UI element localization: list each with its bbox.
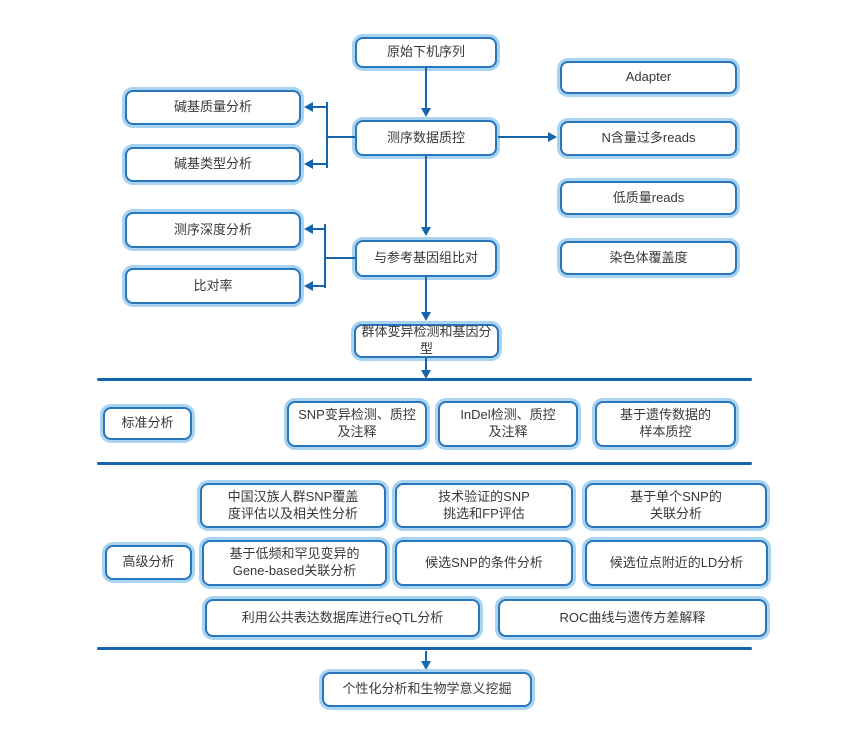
single-snp-association-box: 基于单个SNP的 关联分析 (585, 483, 767, 528)
arrow-variant-to-divider-line (425, 358, 427, 370)
ld-analysis-box: 候选位点附近的LD分析 (585, 540, 768, 586)
adapter-label: Adapter (625, 69, 672, 85)
variant-genotype-box: 群体变异检测和基因分型 (354, 324, 499, 358)
mapping-rate-label: 比对率 (193, 277, 233, 293)
roc-curve-box: ROC曲线与遗传方差解释 (498, 599, 767, 637)
arrow-to-base-type-head (304, 159, 313, 169)
standard-analysis-label: 标准分析 (121, 415, 174, 431)
single-snp-association-label: 基于单个SNP的 关联分析 (630, 488, 722, 521)
roc-curve-label: ROC曲线与遗传方差解释 (559, 609, 706, 625)
base-quality-box: 碱基质量分析 (125, 90, 301, 125)
chromosome-coverage-label: 染色体覆盖度 (609, 249, 688, 265)
section-divider-advanced-bottom (97, 647, 752, 650)
arrow-variant-to-divider-head (421, 370, 431, 379)
arrow-divider-to-personalized-head (421, 661, 431, 670)
chromosome-coverage-box: 染色体覆盖度 (560, 241, 737, 275)
arrow-qc-to-align-head (421, 227, 431, 236)
variant-genotype-label: 群体变异检测和基因分型 (361, 324, 492, 356)
personalized-analysis-label: 个性化分析和生物学意义挖掘 (342, 681, 512, 697)
arrow-align-to-variant-head (421, 312, 431, 321)
indel-detection-box: InDel检测、质控 及注释 (438, 401, 578, 447)
conditional-snp-label: 候选SNP的条件分析 (425, 554, 543, 570)
low-quality-reads-label: 低质量reads (612, 189, 685, 205)
n-content-reads-label: N含量过多reads (601, 130, 696, 146)
sequencing-qc-box: 测序数据质控 (355, 120, 497, 156)
han-snp-coverage-label: 中国汉族人群SNP覆盖 度评估以及相关性分析 (227, 488, 359, 521)
arrow-to-base-quality-line (313, 106, 328, 108)
snp-detection-label: SNP变异检测、质控 及注释 (298, 407, 416, 439)
base-quality-label: 碱基质量分析 (173, 99, 252, 115)
qc-left-branch-hline (326, 136, 355, 138)
snp-detection-box: SNP变异检测、质控 及注释 (287, 401, 427, 447)
mapping-rate-box: 比对率 (125, 268, 301, 304)
han-snp-coverage-box: 中国汉族人群SNP覆盖 度评估以及相关性分析 (200, 483, 386, 528)
arrow-align-to-variant-line (425, 277, 427, 312)
n-content-reads-box: N含量过多reads (560, 121, 737, 156)
sequencing-qc-label: 测序数据质控 (386, 129, 465, 145)
depth-analysis-label: 测序深度分析 (173, 221, 252, 237)
standard-analysis-tag: 标准分析 (103, 407, 192, 440)
conditional-snp-box: 候选SNP的条件分析 (395, 540, 573, 586)
advanced-analysis-label: 高级分析 (122, 554, 175, 570)
advanced-analysis-tag: 高级分析 (105, 545, 192, 580)
arrow-to-n-reads-head (548, 132, 557, 142)
reference-align-label: 与参考基因组比对 (373, 250, 478, 266)
arrow-to-base-quality-head (304, 102, 313, 112)
eqtl-analysis-label: 利用公共表达数据库进行eQTL分析 (241, 609, 444, 625)
arrow-to-mapping-rate-line (313, 285, 326, 287)
arrow-to-depth-head (304, 224, 313, 234)
base-type-label: 碱基类型分析 (173, 156, 252, 172)
adapter-box: Adapter (560, 61, 737, 94)
arrow-raw-to-qc-head (421, 108, 431, 117)
personalized-analysis-box: 个性化分析和生物学意义挖掘 (322, 672, 532, 707)
sample-qc-label: 基于遗传数据的 样本质控 (619, 407, 711, 439)
depth-analysis-box: 测序深度分析 (125, 212, 301, 248)
validated-snp-box: 技术验证的SNP 挑选和FP评估 (395, 483, 573, 528)
arrow-to-base-type-line (313, 163, 328, 165)
arrow-to-depth-line (313, 228, 326, 230)
ld-analysis-label: 候选位点附近的LD分析 (609, 554, 744, 570)
sample-qc-box: 基于遗传数据的 样本质控 (595, 401, 736, 447)
qc-left-branch-vline (326, 102, 328, 168)
arrow-raw-to-qc-line (425, 67, 427, 108)
arrow-divider-to-personalized-line (425, 651, 427, 662)
align-left-branch-vline (324, 224, 326, 288)
section-divider-standard-bottom (97, 462, 752, 465)
arrow-qc-to-align-line (425, 156, 427, 227)
arrow-to-mapping-rate-head (304, 281, 313, 291)
arrow-to-n-reads-line (498, 136, 548, 138)
base-type-box: 碱基类型分析 (125, 147, 301, 182)
reference-align-box: 与参考基因组比对 (355, 240, 497, 277)
gene-based-association-label: 基于低频和罕见变异的 Gene-based关联分析 (229, 546, 360, 578)
gene-based-association-box: 基于低频和罕见变异的 Gene-based关联分析 (202, 540, 387, 586)
indel-detection-label: InDel检测、质控 及注释 (460, 407, 556, 439)
eqtl-analysis-box: 利用公共表达数据库进行eQTL分析 (205, 599, 480, 637)
align-left-branch-hline (324, 257, 355, 259)
low-quality-reads-box: 低质量reads (560, 181, 737, 215)
validated-snp-label: 技术验证的SNP 挑选和FP评估 (438, 488, 530, 521)
raw-reads-box: 原始下机序列 (355, 37, 497, 68)
section-divider-standard-top (97, 378, 752, 381)
raw-reads-label: 原始下机序列 (386, 44, 465, 60)
